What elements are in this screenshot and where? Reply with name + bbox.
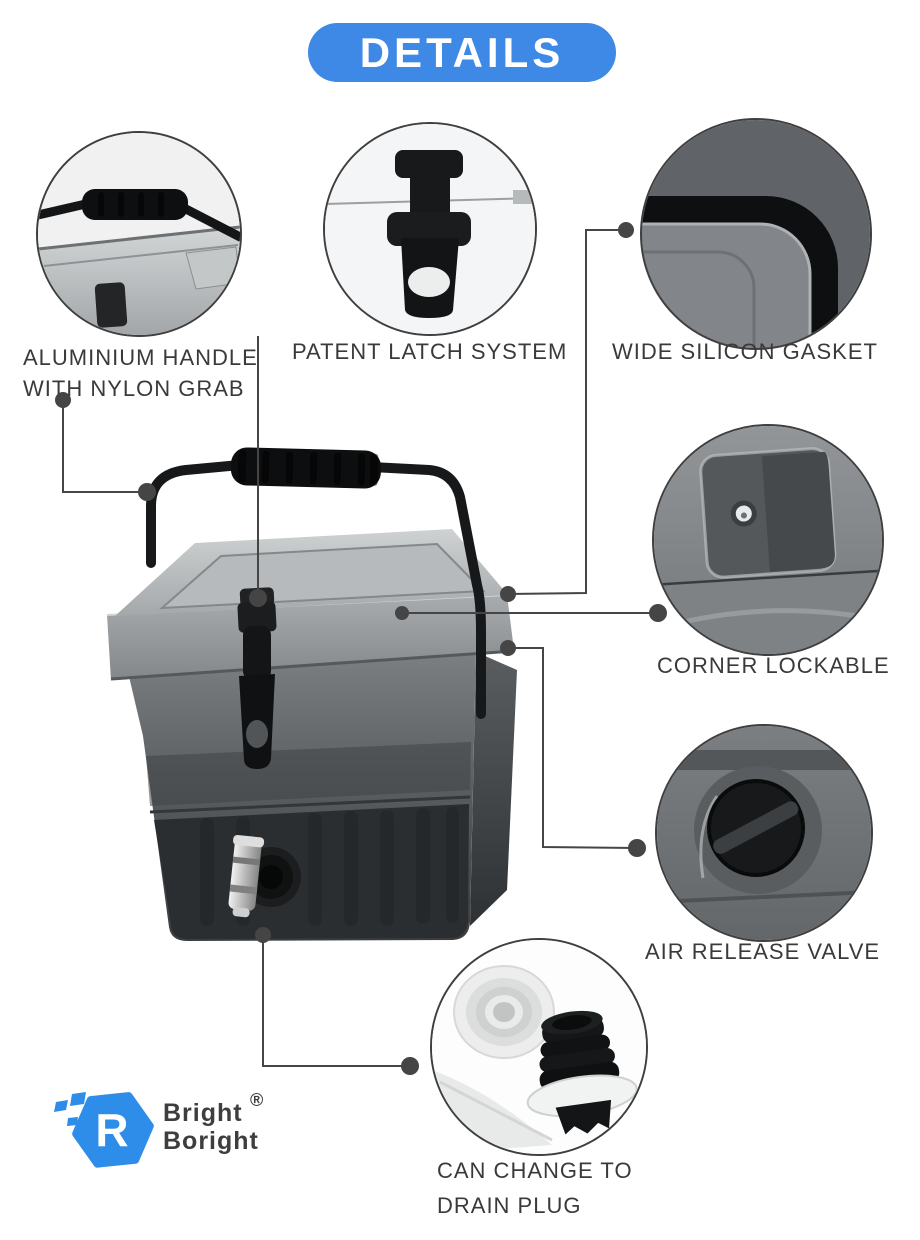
callout-dot: [255, 927, 271, 943]
hexagon-r-logo-icon: R: [54, 1092, 154, 1168]
lockable-corner-photo: [654, 426, 882, 654]
feature-photo-silicon-gasket: [640, 118, 872, 350]
brand-name: Bright Boright: [163, 1099, 259, 1155]
callout-dot: [401, 1057, 419, 1075]
callout-line-air-release: [508, 647, 638, 849]
gasket-corner-photo: [642, 120, 870, 348]
latch-photo: [325, 124, 535, 334]
feature-photo-drain-plug: [430, 938, 648, 1156]
registered-trademark-symbol: ®: [250, 1090, 264, 1110]
banner-title: DETAILS: [359, 28, 565, 76]
drain-plug-photo: [432, 940, 646, 1154]
feature-label-patent-latch: PATENT LATCH SYSTEM: [292, 339, 568, 364]
feature-photo-corner-lockable: [652, 424, 884, 656]
spigot: [228, 834, 301, 918]
callout-dot: [628, 839, 646, 857]
callout-dot: [55, 392, 71, 408]
latch: [237, 587, 277, 769]
callout-line-aluminium-handle: [62, 400, 147, 493]
logo-letter: R: [95, 1104, 128, 1156]
product-photo-cooler-box: [106, 447, 517, 941]
callout-dot: [138, 483, 156, 501]
drain-plug-part: [526, 1010, 638, 1135]
callout-dot: [395, 606, 409, 620]
feature-photo-patent-latch: [323, 122, 537, 336]
callout-dot: [649, 604, 667, 622]
air-valve-photo: [657, 726, 871, 940]
callout-dot: [249, 589, 267, 607]
feature-label-silicon-gasket: WIDE SILICON GASKET: [612, 339, 878, 364]
callout-dot: [500, 586, 516, 602]
feature-label-corner-lockable: CORNER LOCKABLE: [657, 653, 890, 678]
feature-label-drain-plug: CAN CHANGE TO DRAIN PLUG: [437, 1158, 633, 1218]
feature-photo-aluminium-handle: [36, 131, 242, 337]
feature-label-aluminium-handle: ALUMINIUM HANDLE WITH NYLON GRAB: [23, 345, 258, 401]
feature-label-air-release-valve: AIR RELEASE VALVE: [645, 939, 881, 964]
details-banner: DETAILS: [308, 23, 616, 82]
callout-dot: [618, 222, 634, 238]
handle-grip-photo: [38, 133, 240, 335]
bail-handle: [146, 447, 486, 719]
callout-line-silicon-gasket: [507, 229, 626, 595]
feature-photo-air-release-valve: [655, 724, 873, 942]
callout-dot: [500, 640, 516, 656]
callout-line-drain-plug: [262, 935, 410, 1067]
